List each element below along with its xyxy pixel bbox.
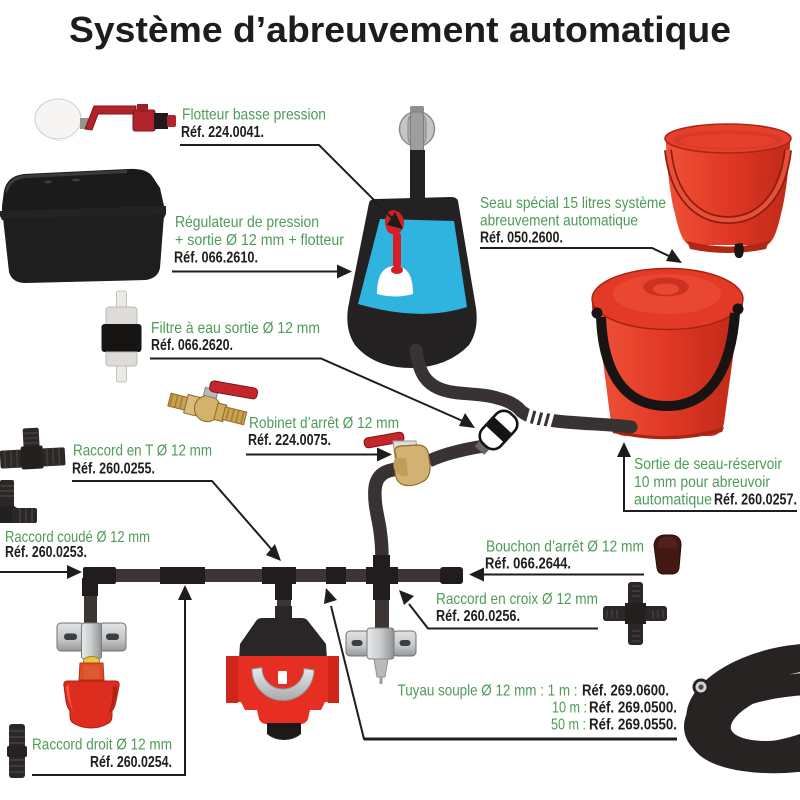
- svg-text:Réf. 269.0600.: Réf. 269.0600.: [582, 683, 669, 700]
- svg-text:+ sortie Ø 12 mm + flotteur: + sortie Ø 12 mm + flotteur: [175, 232, 345, 249]
- svg-text:10 mm pour abreuvoir: 10 mm pour abreuvoir: [634, 474, 771, 491]
- svg-text:Réf. 260.0255.: Réf. 260.0255.: [72, 461, 155, 478]
- svg-text:Réf. 224.0041.: Réf. 224.0041.: [181, 124, 264, 141]
- svg-text:10 m :: 10 m :: [552, 700, 587, 717]
- svg-text:Raccord en T Ø 12 mm: Raccord en T Ø 12 mm: [73, 443, 212, 460]
- svg-text:Réf. 260.0256.: Réf. 260.0256.: [436, 608, 520, 625]
- svg-text:Réf. 260.0253.: Réf. 260.0253.: [5, 544, 87, 561]
- svg-text:Réf. 224.0075.: Réf. 224.0075.: [248, 432, 331, 449]
- svg-text:automatique: automatique: [634, 492, 712, 509]
- svg-text:Réf. 066.2644.: Réf. 066.2644.: [485, 556, 571, 573]
- svg-text:Réf. 260.0257.: Réf. 260.0257.: [714, 492, 797, 509]
- svg-text:Flotteur basse pression: Flotteur basse pression: [182, 107, 326, 124]
- svg-text:Réf. 066.2620.: Réf. 066.2620.: [151, 337, 233, 354]
- svg-text:Réf. 269.0550.: Réf. 269.0550.: [589, 717, 677, 734]
- svg-text:Système d’abreuvement automati: Système d’abreuvement automatique: [69, 9, 731, 50]
- svg-text:Filtre à eau sortie Ø 12 mm: Filtre à eau sortie Ø 12 mm: [151, 320, 320, 337]
- svg-text:Réf. 260.0254.: Réf. 260.0254.: [90, 754, 172, 771]
- svg-text:Réf. 066.2610.: Réf. 066.2610.: [174, 250, 258, 267]
- svg-text:50 m :: 50 m :: [551, 717, 586, 734]
- svg-text:Bouchon d’arrêt Ø 12 mm: Bouchon d’arrêt Ø 12 mm: [486, 539, 644, 556]
- svg-text:Sortie de seau-réservoir: Sortie de seau-réservoir: [634, 456, 783, 473]
- svg-text:Réf. 050.2600.: Réf. 050.2600.: [480, 230, 563, 247]
- svg-text:Raccord en croix Ø 12 mm: Raccord en croix Ø 12 mm: [436, 591, 598, 608]
- svg-text:Tuyau souple Ø 12 mm : 1 m :: Tuyau souple Ø 12 mm : 1 m :: [398, 683, 578, 700]
- svg-text:Régulateur de pression: Régulateur de pression: [175, 214, 319, 231]
- svg-text:Réf. 269.0500.: Réf. 269.0500.: [589, 700, 677, 717]
- svg-text:Raccord coudé Ø 12 mm: Raccord coudé Ø 12 mm: [5, 529, 150, 546]
- svg-text:Robinet d’arrêt Ø 12 mm: Robinet d’arrêt Ø 12 mm: [249, 415, 399, 432]
- svg-text:abreuvement automatique: abreuvement automatique: [480, 213, 638, 230]
- svg-text:Raccord droit Ø 12 mm: Raccord droit Ø 12 mm: [32, 737, 172, 754]
- svg-text:Seau spécial 15 litres système: Seau spécial 15 litres système: [480, 195, 666, 212]
